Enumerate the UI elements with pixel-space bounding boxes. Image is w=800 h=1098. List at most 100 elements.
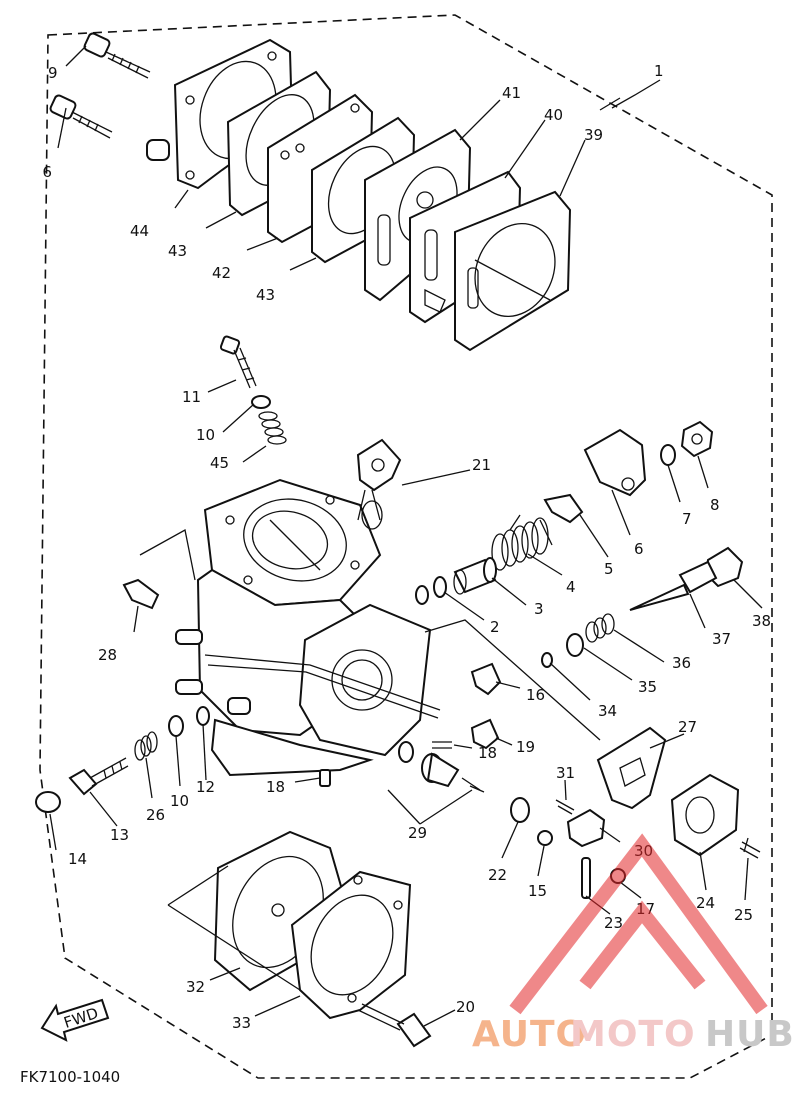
spring-36 [585, 613, 615, 643]
watermark-logo [509, 833, 768, 1015]
callout-6: 6 [634, 540, 644, 558]
callout-11: 11 [182, 388, 201, 406]
washer-2 [433, 576, 447, 598]
fwd-arrow: FWD [40, 998, 110, 1042]
callout-32: 32 [186, 978, 205, 996]
callout-43b: 43 [256, 286, 275, 304]
nipples [175, 629, 251, 715]
o-ring-34 [541, 652, 553, 668]
callout-12: 12 [196, 778, 215, 796]
callout-10a: 10 [196, 426, 215, 444]
fitting-30 [566, 808, 606, 848]
callout-42: 42 [212, 264, 231, 282]
screw-9-upper [83, 32, 151, 79]
callout-25: 25 [734, 906, 753, 924]
spring-45 [258, 411, 287, 445]
callout-29: 29 [408, 824, 427, 842]
figure-code: FK7100-1040 [20, 1068, 120, 1086]
part-15 [537, 830, 553, 846]
watermark-text: AUTO MOTO HUB [472, 1014, 795, 1055]
callout-28: 28 [98, 646, 117, 664]
callout-8: 8 [710, 496, 720, 514]
sleeve-3 [453, 557, 497, 595]
screw-18-lower [319, 769, 331, 787]
washer-2b [415, 585, 429, 605]
carburetor-body [175, 438, 441, 777]
callout-36: 36 [672, 654, 691, 672]
screw-20 [357, 1003, 432, 1048]
callout-16: 16 [526, 686, 545, 704]
screw-25 [739, 837, 761, 859]
jet-19 [470, 718, 500, 750]
callout-26: 26 [146, 806, 165, 824]
throttle-lever [356, 438, 402, 530]
watermark-text-auto: AUTO [472, 1014, 587, 1055]
callout-21: 21 [472, 456, 491, 474]
callout-34: 34 [598, 702, 617, 720]
callout-22: 22 [488, 866, 507, 884]
callout-19: 19 [516, 738, 535, 756]
callout-9a: 9 [48, 64, 58, 82]
fwd-label: FWD [62, 1004, 101, 1032]
gasket-39 [454, 190, 572, 352]
top-plate-stack [49, 32, 572, 352]
cover-24 [670, 773, 740, 857]
callout-4: 4 [566, 578, 576, 596]
callout-39: 39 [584, 126, 603, 144]
washer-7 [660, 444, 676, 466]
screw-9-lower [49, 94, 113, 139]
callout-13: 13 [110, 826, 129, 844]
callout-33: 33 [232, 1014, 251, 1032]
callout-27: 27 [678, 718, 697, 736]
spring-4 [491, 514, 553, 571]
callout-3: 3 [534, 600, 544, 618]
screw-31 [555, 799, 575, 815]
callout-15: 15 [528, 882, 547, 900]
screw-11 [219, 335, 257, 389]
jets-29 [421, 752, 485, 793]
callout-18a: 18 [478, 744, 497, 762]
watermark-text-hub: HUB [705, 1014, 795, 1055]
callout-43a: 43 [168, 242, 187, 260]
assembly-boundary [39, 14, 773, 1079]
callout-1: 1 [654, 62, 664, 80]
spring-26 [134, 731, 158, 761]
logo-outer-triangle [509, 833, 768, 1015]
callout-18b: 18 [266, 778, 285, 796]
washer-35 [566, 633, 584, 657]
screw-18-upper [432, 741, 452, 749]
screw-13 [68, 757, 129, 796]
callout-45: 45 [210, 454, 229, 472]
cam-6 [583, 428, 647, 497]
logo-inner-triangle [579, 900, 706, 990]
washer-10-upper [251, 395, 271, 409]
callout-31: 31 [556, 764, 575, 782]
callout-38: 38 [752, 612, 771, 630]
plate-44 [146, 38, 294, 190]
callout-14: 14 [68, 850, 87, 868]
callout-40: 40 [544, 106, 563, 124]
callout-35: 35 [638, 678, 657, 696]
callout-44: 44 [130, 222, 149, 240]
cap-14 [35, 791, 61, 813]
callout-37: 37 [712, 630, 731, 648]
nut-8 [680, 420, 714, 458]
watermark-text-moto: MOTO [570, 1014, 696, 1055]
left-parts [35, 335, 331, 813]
pin-23 [581, 857, 591, 899]
plate-27 [596, 726, 667, 810]
fitting-28 [122, 578, 160, 610]
callout-23: 23 [604, 914, 623, 932]
callout-20: 20 [456, 998, 475, 1016]
right-parts [398, 420, 761, 899]
callout-41: 41 [502, 84, 521, 102]
jet-16 [470, 662, 502, 696]
callout-24: 24 [696, 894, 715, 912]
needle-37 [629, 560, 718, 611]
gasket-33 [290, 870, 412, 1020]
callout-7: 7 [682, 510, 692, 528]
callout-10b: 10 [170, 792, 189, 810]
callout-5: 5 [604, 560, 614, 578]
callout-2: 2 [490, 618, 500, 636]
